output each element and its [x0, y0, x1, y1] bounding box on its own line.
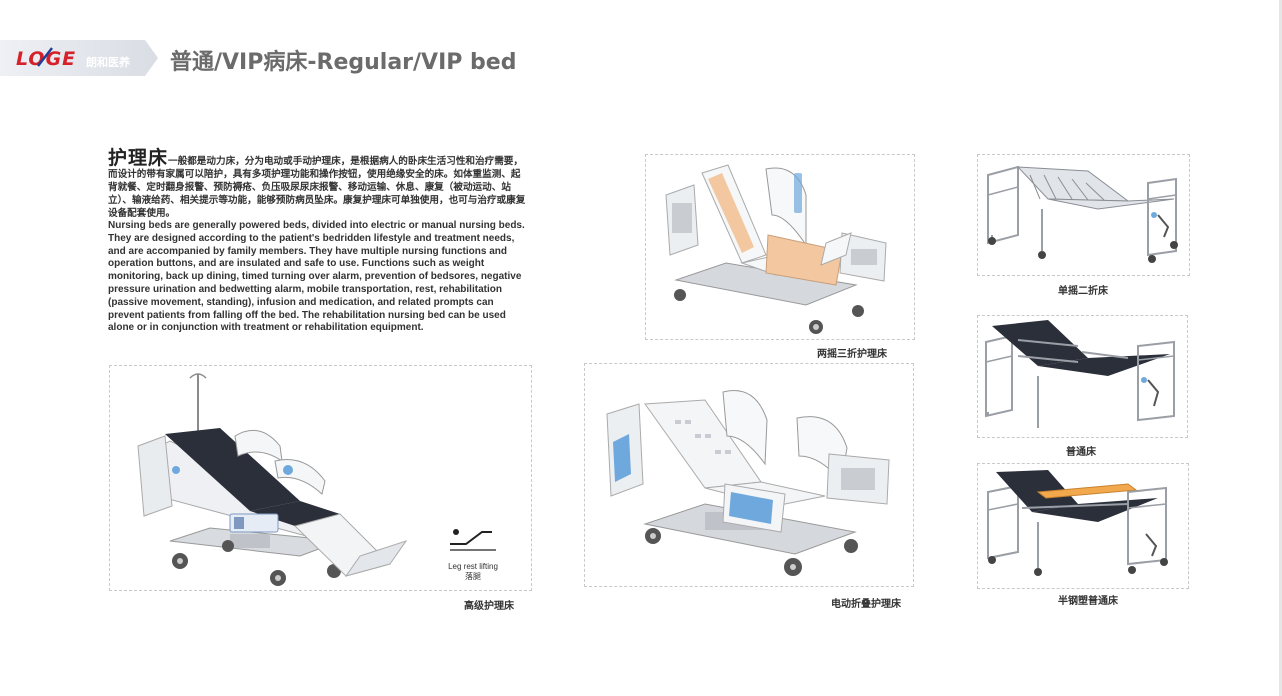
caption-advanced-bed: 高级护理床	[464, 601, 514, 612]
leg-rest-cn: 落腿	[465, 572, 481, 581]
logo-swoosh-icon	[37, 47, 53, 67]
intro-heading: 护理床	[108, 147, 169, 169]
logo-band	[0, 40, 158, 76]
product-card-two-crank-bed	[645, 154, 915, 340]
electric-folding-bed-image	[606, 390, 890, 576]
brand-logo: LOGE	[16, 48, 77, 70]
intro-text: 护理床一般都是动力床，分为电动或手动护理床，是根据病人的卧床生活习性和治疗需要，…	[108, 149, 528, 335]
caption-two-crank-bed: 两摇三折护理床	[817, 349, 887, 360]
caption-single-crank-bed: 单摇二折床	[1058, 286, 1108, 297]
single-crank-bed-image	[987, 165, 1178, 263]
two-crank-bed-image	[665, 164, 887, 334]
intro-en-paragraph: Nursing beds are generally powered beds,…	[108, 220, 525, 334]
page-edge	[1279, 0, 1282, 696]
ordinary-bed-image	[985, 320, 1175, 428]
brand-cn-name: 朗和医养	[86, 56, 130, 69]
page-title: 普通/VIP病床-Regular/VIP bed	[170, 50, 517, 75]
caption-electric-folding-bed: 电动折叠护理床	[831, 599, 901, 610]
intro-cn-paragraph: 护理床一般都是动力床，分为电动或手动护理床，是根据病人的卧床生活习性和治疗需要，…	[108, 149, 528, 220]
caption-ordinary-bed: 普通床	[1066, 447, 1096, 458]
intro-cn-text: 一般都是动力床，分为电动或手动护理床，是根据病人的卧床生活习性和治疗需要，而设计…	[108, 156, 526, 219]
product-card-steel-plastic-bed	[977, 463, 1189, 589]
leg-rest-en: Leg rest lifting	[448, 562, 498, 571]
product-card-single-crank-bed	[977, 154, 1190, 276]
product-card-ordinary-bed	[977, 315, 1188, 438]
steel-plastic-bed-image	[987, 470, 1168, 576]
caption-steel-plastic-bed: 半钢塑普通床	[1058, 596, 1118, 607]
leg-rest-lifting-label: Leg rest lifting 落腿	[438, 562, 508, 582]
product-card-advanced-bed: Leg rest lifting 落腿	[109, 365, 532, 591]
product-card-electric-folding-bed	[584, 363, 914, 587]
advanced-bed-image	[137, 373, 496, 586]
